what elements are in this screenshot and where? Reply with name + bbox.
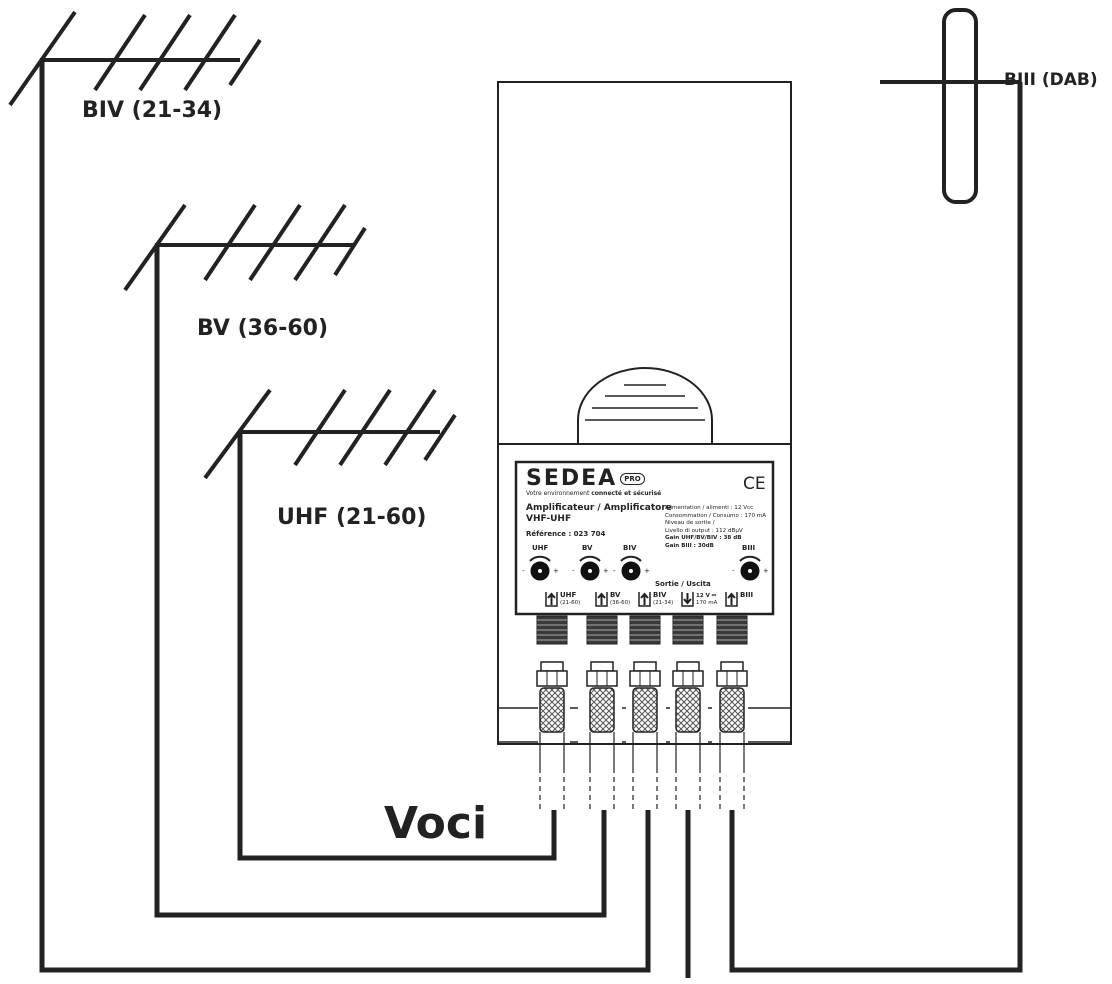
ce-mark: CE	[743, 474, 766, 494]
spec-line: Consommation / Consumo : 170 mA	[665, 512, 767, 519]
knob-plus-mark: +	[644, 567, 650, 575]
label-uhf: UHF (21-60)	[277, 505, 427, 530]
knob-uhf[interactable]	[529, 555, 551, 581]
cable-plug	[629, 661, 661, 810]
port-range: (36-60)	[610, 600, 631, 606]
cable-plug	[716, 661, 748, 810]
knob-plus-mark: +	[763, 567, 769, 575]
knob-biii[interactable]	[739, 555, 761, 581]
cable-clamp	[498, 707, 791, 743]
cable-plug	[672, 661, 704, 810]
port-name: BIII	[740, 591, 754, 599]
port-socket[interactable]	[536, 615, 568, 645]
knob-minus-mark: -	[522, 567, 525, 575]
knob-minus-mark: -	[613, 567, 616, 575]
antenna-biv	[8, 10, 262, 107]
cable-biv	[39, 60, 651, 973]
knobs	[529, 555, 761, 581]
cable-bv	[154, 245, 607, 918]
input-arrow-icon	[595, 592, 608, 607]
port-range: 170 mA	[696, 600, 718, 606]
knob-label: BV	[582, 544, 593, 552]
knob-plus-mark: +	[553, 567, 559, 575]
brand-tagline: Votre environnement connecté et sécurisé	[526, 490, 662, 497]
port-socket[interactable]	[586, 615, 618, 645]
cables	[39, 60, 1023, 978]
amp-title: Amplificateur / Amplificatore	[526, 503, 672, 513]
label-voci: Voci	[384, 798, 488, 849]
port-range: (21-34)	[653, 600, 674, 606]
input-arrow-icon	[638, 592, 651, 607]
port-icons	[545, 592, 738, 607]
brand-badge: PRO	[620, 473, 645, 485]
input-arrow-icon	[545, 592, 558, 607]
port-name: UHF	[560, 591, 577, 599]
knob-label: BIII	[742, 544, 756, 552]
knob-plus-mark: +	[603, 567, 609, 575]
port-name: BV	[610, 591, 621, 599]
antenna-bv	[123, 203, 367, 292]
knob-biv[interactable]	[620, 555, 642, 581]
cable-biii	[729, 82, 1023, 973]
label-biv: BIV (21-34)	[82, 98, 223, 123]
port-sockets	[536, 615, 748, 645]
knob-label: BIV	[623, 544, 637, 552]
spec-line: Gain UHF/BV/BIV : 38 dB	[665, 535, 742, 542]
spec-line: Niveau de sortie /	[665, 520, 715, 527]
label-biii: BIII (DAB)	[1004, 70, 1098, 90]
spec-line: Gain BIII : 30dB	[665, 542, 714, 549]
cable-uhf	[237, 432, 557, 861]
knob-minus-mark: -	[732, 567, 735, 575]
amp-subtitle: VHF-UHF	[526, 514, 572, 524]
output-arrow-icon	[681, 592, 694, 607]
knob-bv[interactable]	[579, 555, 601, 581]
port-socket[interactable]	[629, 615, 661, 645]
port-range: (21-60)	[560, 600, 581, 606]
antenna-biii	[880, 8, 1020, 204]
port-socket[interactable]	[716, 615, 748, 645]
knob-label: UHF	[532, 544, 549, 552]
spec-line: Alimentation / alimenti : 12 Vcc	[665, 505, 754, 511]
spec-line: Livello di output : 112 dBµV	[665, 527, 743, 534]
output-label: Sortie / Uscita	[655, 580, 711, 588]
input-arrow-icon	[725, 592, 738, 607]
amp-reference: Référence : 023 704	[526, 530, 606, 538]
port-name: 12 V ⎓	[696, 593, 717, 599]
cable-plug	[586, 661, 618, 810]
port-socket[interactable]	[672, 615, 704, 645]
cable-plug	[536, 661, 568, 810]
knob-minus-mark: -	[572, 567, 575, 575]
amplifier-housing	[497, 81, 792, 745]
label-bv: BV (36-60)	[197, 316, 329, 341]
port-name: BIV	[653, 591, 667, 599]
cable-plugs	[536, 661, 748, 810]
